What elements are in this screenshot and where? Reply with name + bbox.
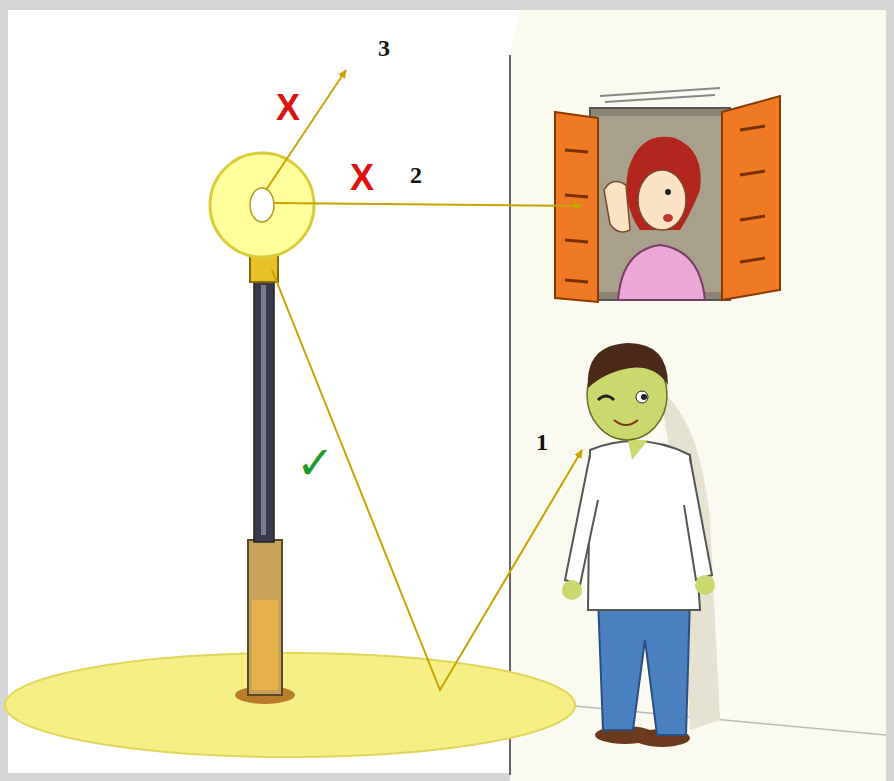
callout-number: 3 bbox=[378, 36, 390, 60]
callout-number: 2 bbox=[410, 163, 422, 187]
cross-mark: X bbox=[276, 90, 300, 126]
cross-mark: X bbox=[350, 160, 374, 196]
check-mark: ✓ bbox=[296, 440, 335, 486]
callout-number: 1 bbox=[536, 430, 548, 454]
